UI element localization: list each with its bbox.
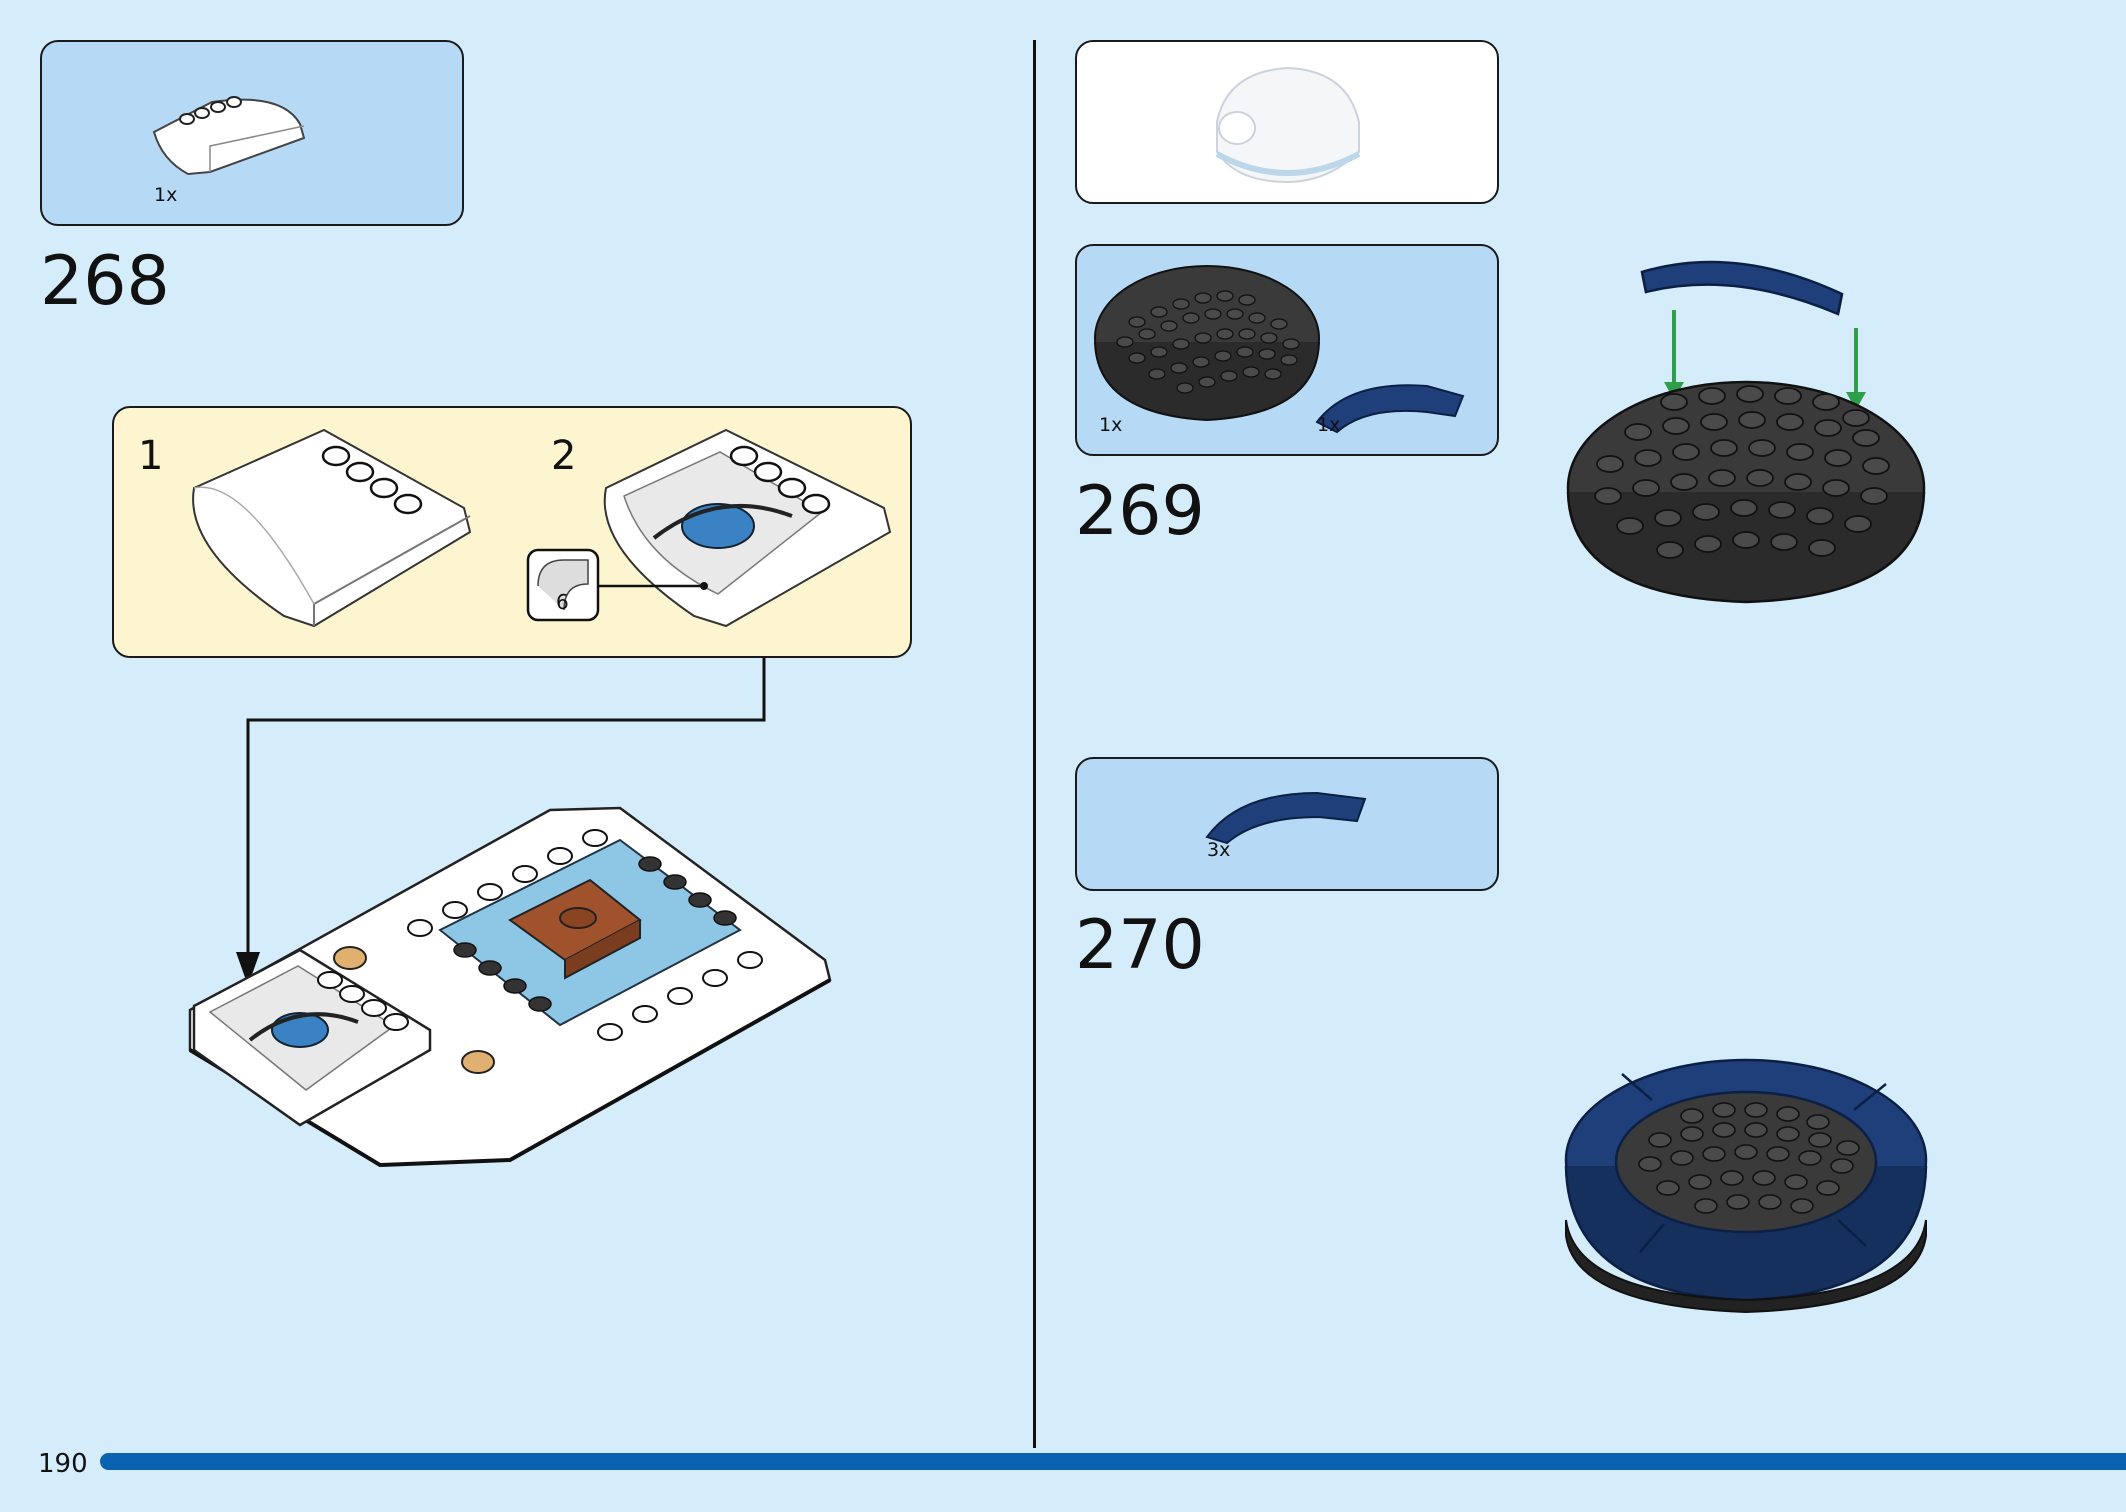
white-curved-wedge-icon [152, 96, 306, 176]
step-number-269: 269 [1075, 472, 1205, 551]
part-qty: 3x [1207, 839, 1231, 861]
blue-curved-tile-icon [1315, 384, 1465, 434]
substep-box: 1 2 6 [112, 406, 912, 658]
substep-number-2: 2 [551, 433, 577, 479]
submodel-preview-box [1075, 40, 1499, 204]
parts-box-270: 3x [1075, 757, 1499, 891]
progress-bar [100, 1453, 2126, 1470]
black-round-plate-icon [1094, 265, 1320, 422]
blue-curved-tile-icon [1205, 791, 1367, 845]
helmet-preview-icon [1215, 66, 1361, 184]
part-qty: 1x [1099, 414, 1123, 436]
step-number-268: 268 [40, 242, 170, 321]
parts-box-268: 1x [40, 40, 464, 226]
step-number-270: 270 [1075, 906, 1205, 985]
sticker-number: 6 [556, 590, 569, 614]
parts-box-269: 1x 1x [1075, 244, 1499, 456]
substep-number-1: 1 [138, 433, 164, 479]
assembly-model-270 [1564, 1058, 1928, 1314]
assembled-model-268 [188, 806, 832, 1168]
part-qty: 1x [154, 184, 178, 206]
white-curved-wedge-icon [192, 428, 892, 628]
part-qty: 1x [1317, 414, 1341, 436]
page-number: 190 [38, 1449, 88, 1479]
assembly-model-269 [1566, 260, 1926, 604]
page-divider [1033, 40, 1036, 1448]
